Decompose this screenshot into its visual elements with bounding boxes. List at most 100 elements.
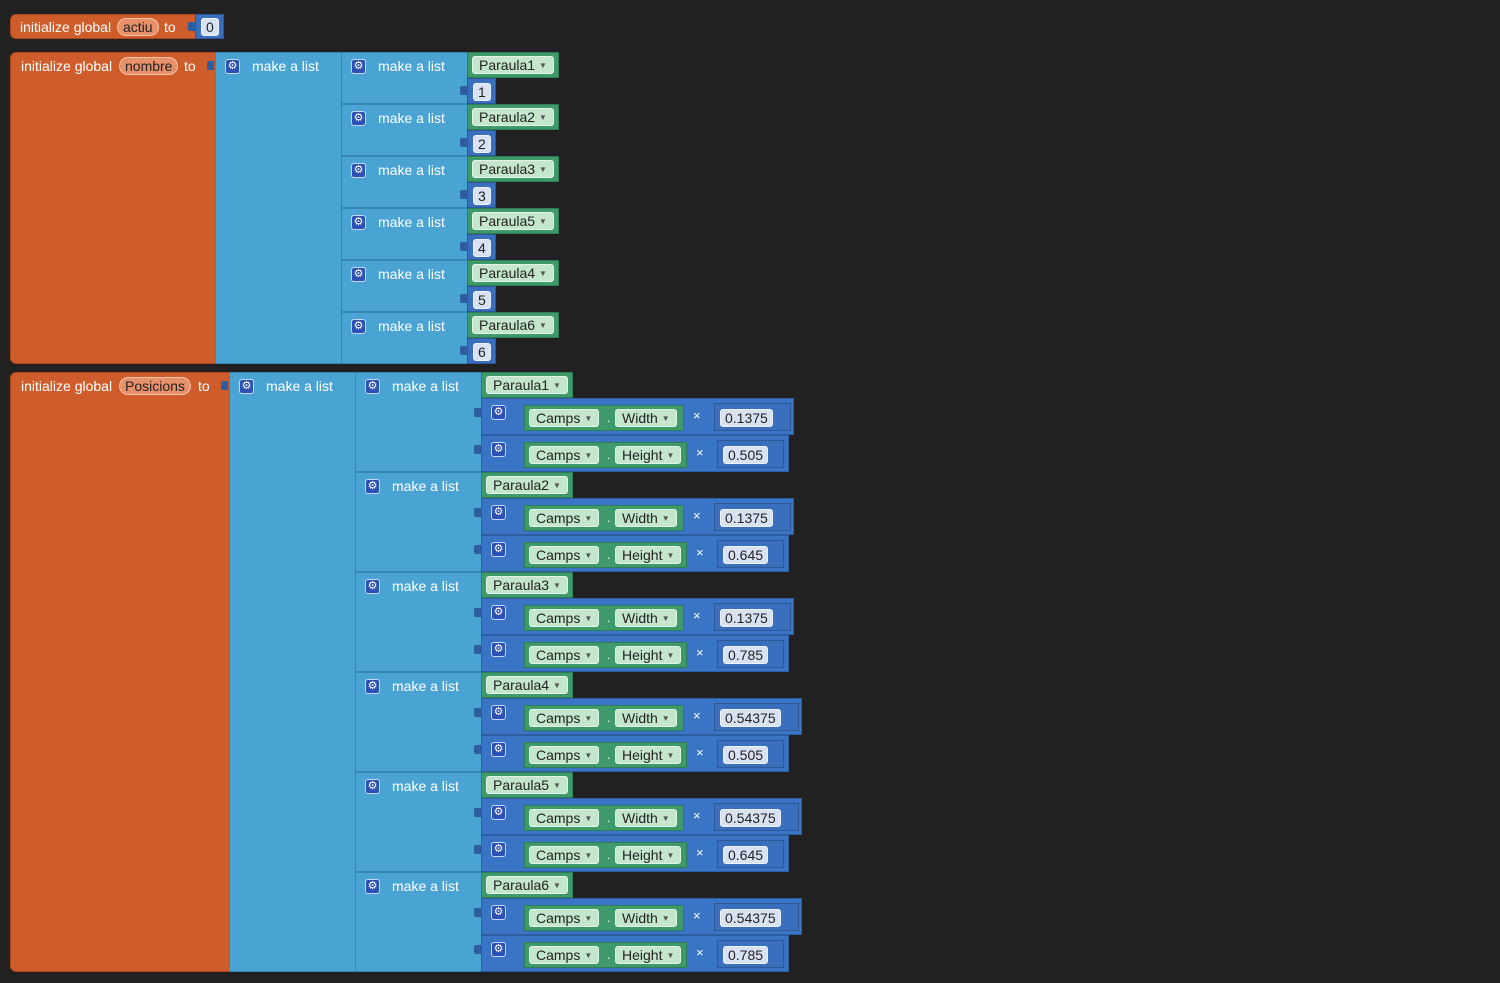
variable-name-field[interactable]: nombre — [119, 57, 179, 75]
number-block[interactable]: 0 — [195, 14, 224, 39]
component-property-getter-block[interactable]: Camps▼.Height▼ — [524, 742, 687, 768]
component-dropdown[interactable]: Paraula4▼ — [486, 676, 568, 694]
multiply-block[interactable]: ⚙Camps▼.Width▼×0.1375 — [481, 598, 794, 635]
multiply-block[interactable]: ⚙Camps▼.Width▼×0.1375 — [481, 498, 794, 535]
number-field[interactable]: 4 — [473, 239, 491, 257]
number-field[interactable]: 0.54375 — [720, 809, 781, 827]
component-dropdown-block[interactable]: Paraula4▼ — [467, 260, 559, 286]
gear-icon[interactable]: ⚙ — [365, 879, 380, 894]
multiply-block[interactable]: ⚙Camps▼.Width▼×0.54375 — [481, 798, 802, 835]
number-block[interactable]: 1 — [467, 78, 496, 104]
gear-icon[interactable]: ⚙ — [365, 579, 380, 594]
property-dropdown[interactable]: Width▼ — [615, 609, 677, 627]
make-a-list-block[interactable]: ⚙ make a list — [215, 52, 342, 364]
number-block[interactable]: 0.1375 — [714, 403, 791, 431]
variable-name-field[interactable]: actiu — [117, 18, 159, 36]
number-field[interactable]: 0.785 — [723, 646, 769, 664]
number-block[interactable]: 0.54375 — [714, 803, 799, 831]
component-property-getter-block[interactable]: Camps▼.Height▼ — [524, 642, 687, 668]
number-field[interactable]: 0.54375 — [720, 909, 781, 927]
number-block[interactable]: 0.54375 — [714, 703, 799, 731]
number-field[interactable]: 0.1375 — [720, 609, 773, 627]
number-field[interactable]: 3 — [473, 187, 491, 205]
gear-icon[interactable]: ⚙ — [491, 642, 506, 657]
gear-icon[interactable]: ⚙ — [491, 742, 506, 757]
component-dropdown-block[interactable]: Paraula1▼ — [467, 52, 559, 78]
component-dropdown-block[interactable]: Paraula3▼ — [481, 572, 573, 598]
gear-icon[interactable]: ⚙ — [351, 111, 366, 126]
multiply-block[interactable]: ⚙Camps▼.Height▼×0.645 — [481, 835, 789, 872]
property-dropdown[interactable]: Width▼ — [615, 409, 677, 427]
make-a-list-block[interactable]: ⚙make a list — [355, 572, 483, 672]
number-block[interactable]: 0.505 — [717, 440, 784, 468]
component-dropdown[interactable]: Camps▼ — [529, 946, 600, 964]
number-block[interactable]: 2 — [467, 130, 496, 156]
multiply-block[interactable]: ⚙Camps▼.Height▼×0.785 — [481, 935, 789, 972]
component-dropdown[interactable]: Paraula6▼ — [472, 316, 554, 334]
number-block[interactable]: 0.505 — [717, 740, 784, 768]
property-dropdown[interactable]: Height▼ — [615, 646, 682, 664]
make-a-list-block[interactable]: ⚙make a list — [341, 208, 469, 260]
number-field[interactable]: 5 — [473, 291, 491, 309]
gear-icon[interactable]: ⚙ — [365, 679, 380, 694]
number-block[interactable]: 6 — [467, 338, 496, 364]
component-dropdown-block[interactable]: Paraula5▼ — [481, 772, 573, 798]
number-field[interactable]: 6 — [473, 343, 491, 361]
make-a-list-block[interactable]: ⚙make a list — [355, 372, 483, 472]
component-dropdown-block[interactable]: Paraula6▼ — [481, 872, 573, 898]
init-global-nombre-block[interactable]: initialize global nombre to — [10, 52, 216, 364]
variable-name-field[interactable]: Posicions — [119, 377, 191, 395]
component-dropdown[interactable]: Paraula2▼ — [486, 476, 568, 494]
number-block[interactable]: 4 — [467, 234, 496, 260]
gear-icon[interactable]: ⚙ — [351, 319, 366, 334]
property-dropdown[interactable]: Width▼ — [615, 809, 677, 827]
gear-icon[interactable]: ⚙ — [491, 405, 506, 420]
component-dropdown-block[interactable]: Paraula1▼ — [481, 372, 573, 398]
multiply-block[interactable]: ⚙Camps▼.Height▼×0.785 — [481, 635, 789, 672]
gear-icon[interactable]: ⚙ — [351, 215, 366, 230]
gear-icon[interactable]: ⚙ — [491, 605, 506, 620]
number-field[interactable]: 0.785 — [723, 946, 769, 964]
gear-icon[interactable]: ⚙ — [225, 59, 240, 74]
gear-icon[interactable]: ⚙ — [491, 805, 506, 820]
component-property-getter-block[interactable]: Camps▼.Height▼ — [524, 942, 687, 968]
component-dropdown[interactable]: Camps▼ — [529, 846, 600, 864]
component-dropdown[interactable]: Camps▼ — [529, 909, 600, 927]
gear-icon[interactable]: ⚙ — [351, 163, 366, 178]
gear-icon[interactable]: ⚙ — [239, 379, 254, 394]
property-dropdown[interactable]: Height▼ — [615, 846, 682, 864]
make-a-list-block[interactable]: ⚙make a list — [341, 52, 469, 104]
number-block[interactable]: 0.785 — [717, 940, 784, 968]
gear-icon[interactable]: ⚙ — [351, 267, 366, 282]
property-dropdown[interactable]: Width▼ — [615, 509, 677, 527]
component-property-getter-block[interactable]: Camps▼.Width▼ — [524, 805, 684, 831]
number-field[interactable]: 0.645 — [723, 846, 769, 864]
number-field[interactable]: 0.1375 — [720, 409, 773, 427]
component-dropdown[interactable]: Paraula3▼ — [486, 576, 568, 594]
number-block[interactable]: 3 — [467, 182, 496, 208]
number-field[interactable]: 0.1375 — [720, 509, 773, 527]
gear-icon[interactable]: ⚙ — [491, 442, 506, 457]
component-dropdown[interactable]: Camps▼ — [529, 546, 600, 564]
number-block[interactable]: 0.645 — [717, 540, 784, 568]
component-property-getter-block[interactable]: Camps▼.Width▼ — [524, 405, 684, 431]
component-dropdown[interactable]: Paraula4▼ — [472, 264, 554, 282]
number-field[interactable]: 0 — [201, 18, 219, 36]
component-dropdown[interactable]: Camps▼ — [529, 746, 600, 764]
gear-icon[interactable]: ⚙ — [351, 59, 366, 74]
gear-icon[interactable]: ⚙ — [365, 779, 380, 794]
number-field[interactable]: 1 — [473, 83, 491, 101]
property-dropdown[interactable]: Height▼ — [615, 746, 682, 764]
component-dropdown[interactable]: Camps▼ — [529, 409, 600, 427]
component-dropdown[interactable]: Camps▼ — [529, 646, 600, 664]
component-property-getter-block[interactable]: Camps▼.Width▼ — [524, 605, 684, 631]
gear-icon[interactable]: ⚙ — [365, 479, 380, 494]
component-property-getter-block[interactable]: Camps▼.Width▼ — [524, 505, 684, 531]
number-field[interactable]: 0.54375 — [720, 709, 781, 727]
component-dropdown[interactable]: Paraula6▼ — [486, 876, 568, 894]
gear-icon[interactable]: ⚙ — [491, 905, 506, 920]
number-field[interactable]: 0.505 — [723, 446, 769, 464]
init-global-actiu-block[interactable]: initialize global actiu to — [10, 14, 196, 39]
number-block[interactable]: 0.645 — [717, 840, 784, 868]
component-dropdown[interactable]: Paraula5▼ — [486, 776, 568, 794]
